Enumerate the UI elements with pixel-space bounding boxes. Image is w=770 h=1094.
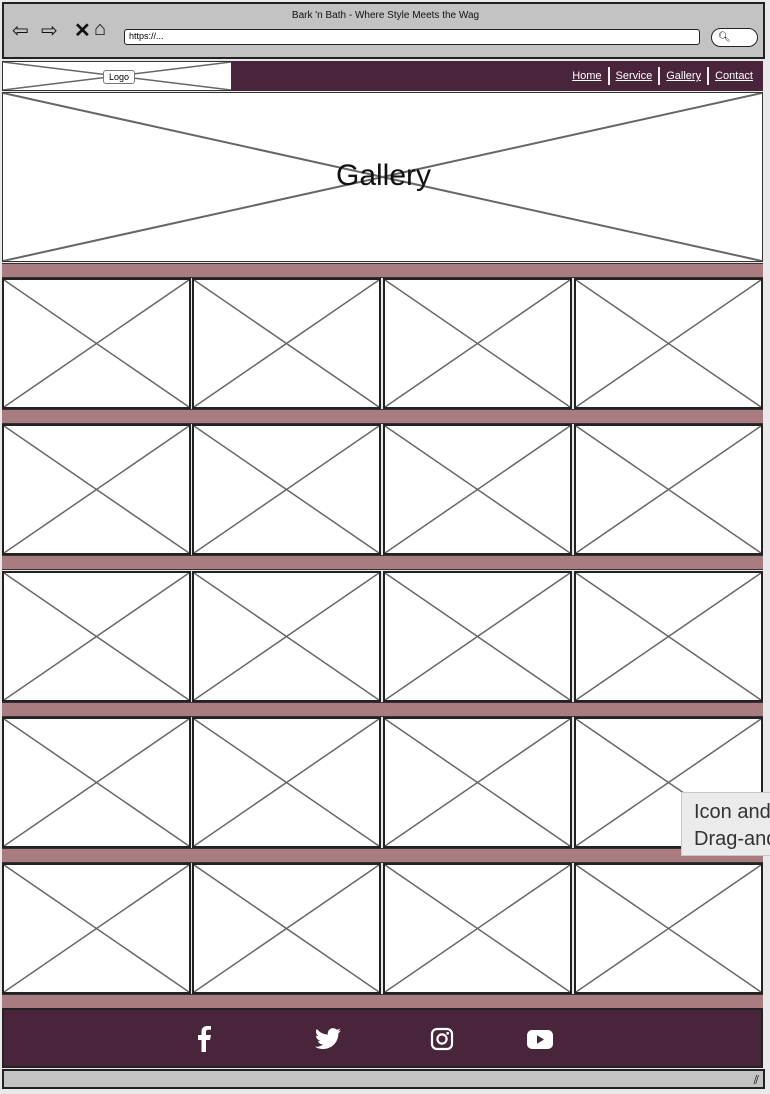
gallery-image-placeholder[interactable]: [2, 278, 191, 409]
tooltip: Icon and Drag-and: [681, 792, 770, 856]
image-placeholder-cross: [576, 426, 761, 553]
navigation-bar: Home Service Gallery Contact: [232, 61, 763, 91]
image-placeholder-cross: [4, 573, 189, 700]
nav-contact-link[interactable]: Contact: [715, 70, 753, 82]
nav-gallery-link[interactable]: Gallery: [666, 70, 702, 82]
gallery-separator-band: [2, 994, 763, 1009]
image-placeholder-cross: [576, 865, 761, 992]
gallery-separator-band: [2, 848, 763, 863]
nav-home-link[interactable]: Home: [572, 70, 602, 82]
image-placeholder-cross: [194, 865, 379, 992]
window-title: Bark 'n Bath - Where Style Meets the Wag: [291, 10, 480, 21]
nav-divider: [707, 67, 710, 85]
tooltip-line: Icon and: [694, 801, 770, 823]
logo-label: Logo: [103, 70, 135, 84]
gallery-image-placeholder[interactable]: [383, 278, 572, 409]
gallery-image-placeholder[interactable]: [192, 278, 381, 409]
gallery-image-placeholder[interactable]: [192, 863, 381, 994]
back-arrow-icon[interactable]: ⇦: [12, 20, 29, 42]
logo-placeholder: Logo: [2, 61, 232, 91]
image-placeholder-cross: [194, 280, 379, 407]
image-placeholder-cross: [4, 719, 189, 846]
gallery-separator-band: [2, 263, 763, 278]
resize-handle-icon[interactable]: ⫽: [753, 1073, 759, 1087]
image-placeholder-cross: [385, 865, 570, 992]
window-bottom-bar: ⫽: [2, 1069, 765, 1089]
nav-links: Home Service Gallery Contact: [572, 67, 753, 85]
gallery-image-placeholder[interactable]: [383, 717, 572, 848]
gallery-image-placeholder[interactable]: [2, 571, 191, 702]
image-placeholder-cross: [4, 280, 189, 407]
gallery-image-placeholder[interactable]: [2, 717, 191, 848]
gallery-image-placeholder[interactable]: [574, 278, 763, 409]
nav-divider: [658, 67, 661, 85]
home-icon[interactable]: ⌂: [94, 18, 107, 40]
image-placeholder-cross: [385, 280, 570, 407]
nav-service-link[interactable]: Service: [615, 70, 653, 82]
image-placeholder-cross: [576, 573, 761, 700]
gallery-image-placeholder[interactable]: [574, 424, 763, 555]
tooltip-line: Drag-and: [694, 828, 770, 850]
image-placeholder-cross: [194, 426, 379, 553]
gallery-image-placeholder[interactable]: [383, 424, 572, 555]
image-placeholder-cross: [4, 865, 189, 992]
url-field[interactable]: https://...: [124, 29, 700, 45]
youtube-icon[interactable]: [525, 1024, 555, 1054]
image-placeholder-cross: [385, 719, 570, 846]
instagram-icon[interactable]: [427, 1024, 457, 1054]
close-x-icon[interactable]: ✕: [74, 20, 91, 42]
page-title: Gallery: [335, 159, 432, 192]
image-placeholder-cross: [385, 426, 570, 553]
twitter-icon[interactable]: [313, 1024, 343, 1054]
gallery-separator-band: [2, 702, 763, 717]
gallery-image-placeholder[interactable]: [192, 717, 381, 848]
gallery-image-placeholder[interactable]: [383, 571, 572, 702]
browser-window-frame: Bark 'n Bath - Where Style Meets the Wag…: [2, 2, 765, 59]
gallery-image-placeholder[interactable]: [2, 424, 191, 555]
image-placeholder-cross: [385, 573, 570, 700]
image-placeholder-cross: [576, 280, 761, 407]
gallery-separator-band: [2, 555, 763, 570]
gallery-image-placeholder[interactable]: [574, 863, 763, 994]
hero-banner: Gallery: [2, 92, 763, 262]
forward-arrow-icon[interactable]: ⇨: [41, 20, 58, 42]
gallery-image-placeholder[interactable]: [2, 863, 191, 994]
search-icon: 🔍︎: [718, 32, 731, 43]
footer: [2, 1008, 763, 1068]
gallery-image-placeholder[interactable]: [192, 424, 381, 555]
gallery-separator-band: [2, 409, 763, 424]
image-placeholder-cross: [4, 426, 189, 553]
image-placeholder-cross: [194, 719, 379, 846]
gallery-image-placeholder[interactable]: [574, 571, 763, 702]
facebook-icon[interactable]: [189, 1024, 219, 1054]
image-placeholder-cross: [194, 573, 379, 700]
nav-divider: [607, 67, 610, 85]
gallery-image-placeholder[interactable]: [383, 863, 572, 994]
search-box[interactable]: 🔍︎: [711, 28, 758, 47]
gallery-image-placeholder[interactable]: [192, 571, 381, 702]
image-placeholder-cross: [3, 93, 762, 261]
